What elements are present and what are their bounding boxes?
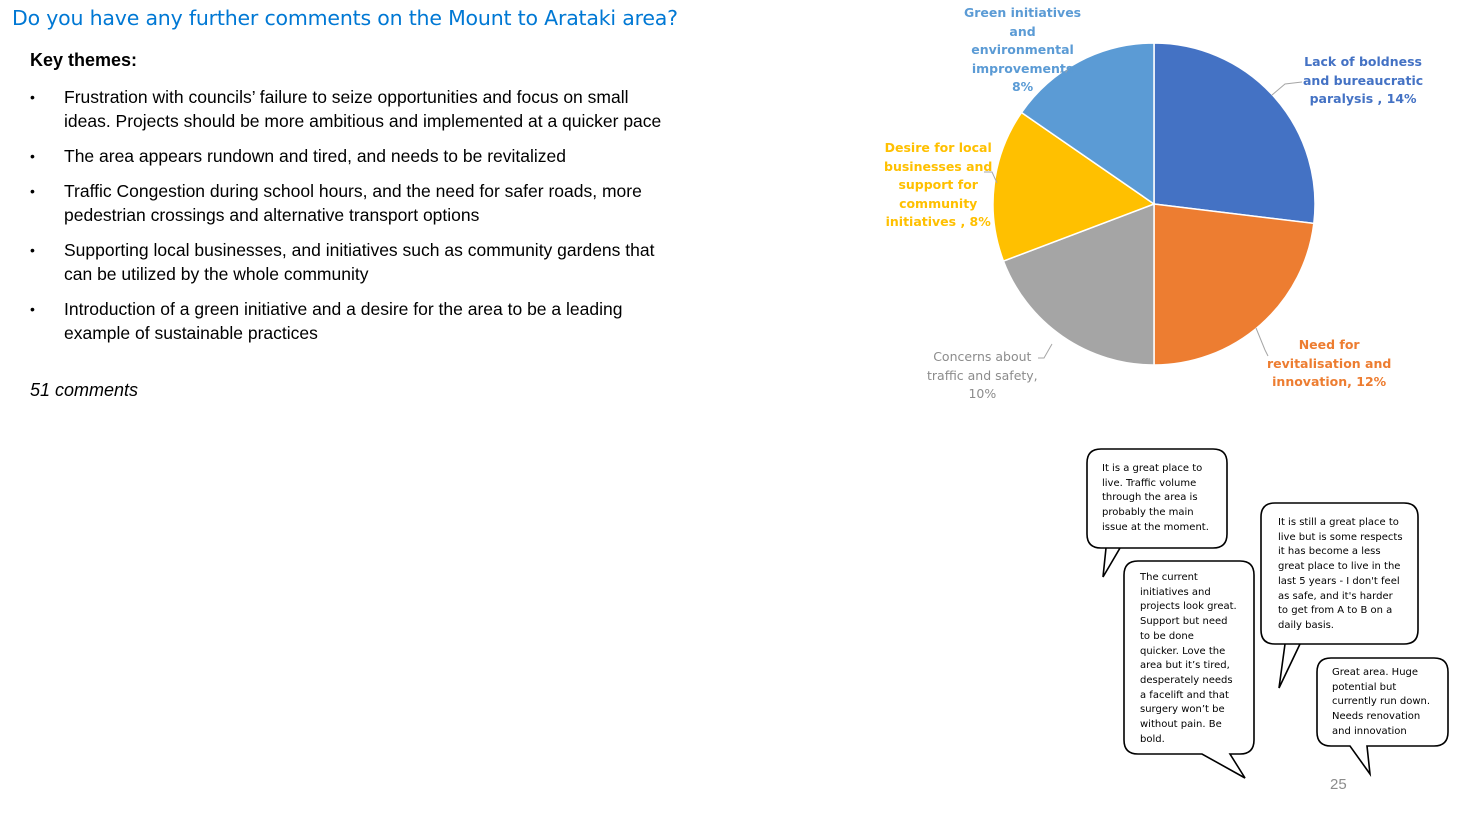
pie-leader-lines bbox=[984, 65, 1303, 359]
theme-item: • Supporting local businesses, and initia… bbox=[30, 238, 670, 286]
pie-slice bbox=[992, 111, 1156, 263]
quote-line: bold. bbox=[1140, 733, 1165, 745]
pie-label-line: Desire for local bbox=[884, 140, 992, 155]
quote-line: it has become a less bbox=[1278, 546, 1381, 558]
pie-label-line: initiatives , 8% bbox=[885, 214, 991, 229]
quote-line: to get from A to B on a bbox=[1278, 605, 1393, 617]
page-number: 25 bbox=[1330, 776, 1347, 793]
pie-label-line: Lack of boldness bbox=[1304, 54, 1423, 69]
pie-slices bbox=[992, 42, 1316, 366]
pie-slice bbox=[1153, 42, 1316, 225]
pie-leader-line bbox=[1038, 343, 1053, 359]
quote-line: potential but bbox=[1332, 681, 1397, 693]
slide-title: Do you have any further comments on the … bbox=[12, 6, 678, 30]
quote-line: It is still a great place to bbox=[1278, 517, 1399, 528]
pie-label-line: environmental bbox=[971, 42, 1074, 57]
quote-line: Support but need bbox=[1140, 616, 1228, 628]
theme-item: • Introduction of a green initiative and … bbox=[30, 297, 670, 345]
pie-label-line: paralysis , 14% bbox=[1309, 91, 1417, 106]
bullet-icon: • bbox=[30, 148, 35, 164]
theme-item: • Traffic Congestion during school hours,… bbox=[30, 179, 670, 227]
pie-leader-line bbox=[984, 171, 998, 184]
themes-list: • Frustration with councils’ failure to s… bbox=[30, 85, 670, 356]
bullet-icon: • bbox=[30, 301, 35, 317]
quote-line: as safe, and it's harder bbox=[1278, 590, 1393, 602]
theme-item: • Frustration with councils’ failure to s… bbox=[30, 85, 670, 133]
speech-bubble bbox=[1086, 448, 1228, 578]
pie-label-line: 8% bbox=[1011, 79, 1034, 94]
pie-label-line: Concerns about bbox=[933, 349, 1032, 364]
pie-label-line: and bbox=[1009, 23, 1036, 39]
quote-line: initiatives and bbox=[1140, 586, 1211, 598]
pie-label-line: 10% bbox=[968, 386, 997, 401]
speech-bubble bbox=[1316, 657, 1449, 777]
pie-label-traffic: Concerns about traffic and safety, 10% bbox=[927, 348, 1038, 404]
bullet-icon: • bbox=[30, 242, 35, 258]
pie-label-line: traffic and safety, bbox=[927, 367, 1038, 383]
theme-text: Frustration with councils’ failure to se… bbox=[64, 87, 662, 131]
quote-line: It is a great place to bbox=[1102, 463, 1203, 474]
speech-bubble bbox=[1260, 502, 1419, 689]
quote-text: It is a great place to live. Traffic vol… bbox=[1102, 462, 1209, 536]
key-themes-heading: Key themes: bbox=[30, 50, 138, 70]
quote-line: surgery won’t be bbox=[1140, 704, 1225, 716]
quote-line: area but it’s tired, bbox=[1140, 660, 1230, 672]
pie-label-green: Green initiatives and environmental impr… bbox=[964, 4, 1081, 97]
quote-line: projects look great. bbox=[1140, 601, 1237, 613]
quote-line: live but is some respects bbox=[1278, 531, 1403, 543]
pie-label-line: businesses and bbox=[884, 158, 993, 174]
quote-line: issue at the moment. bbox=[1102, 521, 1209, 533]
quote-line: great place to live in the bbox=[1278, 561, 1401, 573]
quote-line: and innovation bbox=[1332, 725, 1407, 737]
quote-line: currently run down. bbox=[1332, 696, 1431, 708]
theme-item: • The area appears rundown and tired, and… bbox=[30, 144, 670, 168]
pie-label-local-business: Desire for local businesses and support … bbox=[884, 139, 992, 232]
quote-line: The current bbox=[1140, 572, 1198, 583]
bullet-icon: • bbox=[30, 183, 35, 199]
speech-bubbles bbox=[1086, 448, 1449, 779]
quote-line: without pain. Be bbox=[1140, 719, 1222, 731]
theme-text: Supporting local businesses, and initiat… bbox=[64, 240, 655, 284]
pie-label-line: innovation, 12% bbox=[1272, 374, 1387, 389]
pie-label-line: support for bbox=[898, 177, 978, 192]
pie-label-revitalisation: Need for revitalisation and innovation, … bbox=[1267, 336, 1391, 392]
pie-label-line: revitalisation and bbox=[1267, 355, 1392, 371]
comment-count: 51 comments bbox=[30, 380, 139, 400]
pie-label-line: improvements bbox=[971, 60, 1074, 76]
quote-line: to be done bbox=[1140, 630, 1194, 642]
quote-line: through the area is bbox=[1102, 492, 1198, 504]
pie-leader-line bbox=[1271, 81, 1303, 96]
quote-line: Great area. Huge bbox=[1332, 667, 1419, 678]
bullet-icon: • bbox=[30, 89, 35, 105]
pie-leader-line bbox=[1060, 65, 1071, 73]
pie-label-line: community bbox=[899, 195, 978, 211]
quote-line: last 5 years - I don't feel bbox=[1278, 575, 1400, 587]
theme-text: Introduction of a green initiative and a… bbox=[64, 299, 623, 343]
pie-slice bbox=[1020, 42, 1155, 206]
pie-leader-line bbox=[1255, 327, 1269, 357]
quote-line: Needs renovation bbox=[1332, 711, 1421, 723]
quote-text: The current initiatives and projects loo… bbox=[1140, 571, 1237, 747]
pie-label-boldness: Lack of boldness and bureaucratic paraly… bbox=[1303, 53, 1423, 109]
pie-label-line: Green initiatives bbox=[964, 5, 1082, 20]
quote-text: Great area. Huge potential but currently… bbox=[1332, 666, 1430, 740]
quote-text: It is still a great place to live but is… bbox=[1278, 516, 1403, 634]
theme-text: Traffic Congestion during school hours, … bbox=[64, 181, 642, 225]
quote-line: a facelift and that bbox=[1140, 689, 1229, 701]
pie-label-line: and bureaucratic bbox=[1303, 72, 1424, 88]
quote-line: quicker. Love the bbox=[1140, 645, 1226, 657]
pie-slice bbox=[1153, 203, 1315, 366]
quote-line: daily basis. bbox=[1278, 619, 1334, 631]
speech-bubble bbox=[1123, 560, 1255, 779]
pie-slice bbox=[1002, 202, 1155, 366]
pie-label-line: Need for bbox=[1298, 337, 1360, 352]
quote-line: probably the main bbox=[1102, 507, 1194, 519]
theme-text: The area appears rundown and tired, and … bbox=[64, 146, 566, 166]
quote-line: live. Traffic volume bbox=[1102, 477, 1197, 489]
quote-line: desperately needs bbox=[1140, 674, 1233, 686]
